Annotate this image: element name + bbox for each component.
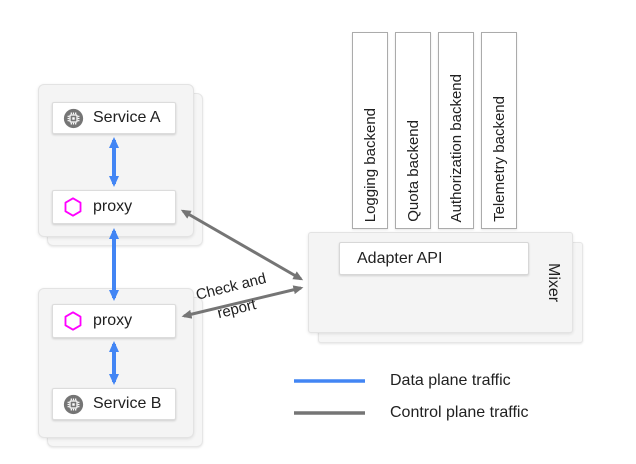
proxy-hexagon-icon [62,310,84,332]
backend-label-authorization: Authorization backend [447,73,465,222]
adapter-api-label: Adapter API [357,249,443,267]
legend-data-plane-label: Data plane traffic [390,372,511,389]
legend-control-plane-label: Control plane traffic [390,404,529,421]
service-b-node: Service B [52,388,176,420]
service-a-node: Service A [52,102,176,134]
service-chip-icon [62,107,84,129]
backend-bar-authorization: Authorization backend [438,32,474,229]
service-b-label: Service B [93,395,162,412]
backend-label-quota: Quota backend [404,120,422,222]
check-and-report-label: Check and report [194,269,268,322]
proxy-hexagon-icon [62,196,84,218]
proxy-b-label: proxy [93,312,133,329]
service-a-label: Service A [93,109,161,126]
proxy-a-label: proxy [93,198,133,215]
mixer-label: Mixer [545,262,562,303]
backend-label-logging: Logging backend [361,107,379,222]
proxy-b-node: proxy [52,304,176,338]
service-chip-icon [62,393,84,415]
backend-bar-telemetry: Telemetry backend [481,32,517,229]
backend-bar-quota: Quota backend [395,32,431,229]
proxy-a-node: proxy [52,190,176,224]
backend-label-telemetry: Telemetry backend [490,96,508,222]
backend-bar-logging: Logging backend [352,32,388,229]
adapter-api-box: Adapter API [339,242,529,275]
mixer-label-container: Mixer [538,232,568,333]
